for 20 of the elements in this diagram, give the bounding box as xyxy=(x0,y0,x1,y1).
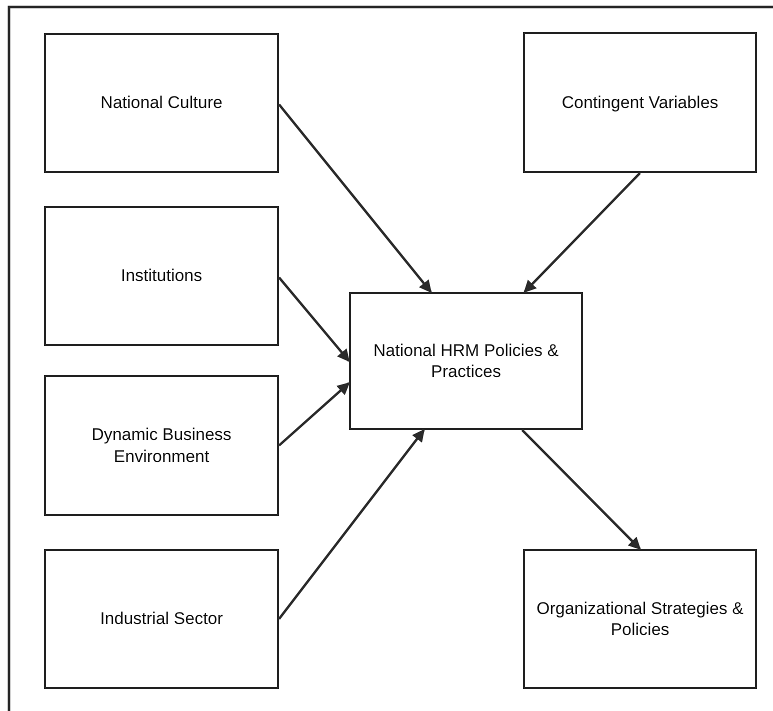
arrow xyxy=(278,382,350,446)
arrow xyxy=(278,276,350,362)
arrow xyxy=(524,172,641,293)
box-label: National HRM Policies & Practices xyxy=(372,340,560,382)
process-box xyxy=(44,549,279,689)
process-box xyxy=(44,33,279,173)
arrow xyxy=(521,429,641,550)
box-label: Industrial Sector xyxy=(100,608,223,630)
box-label: Organizational Strategies & Policies xyxy=(536,598,744,640)
process-box xyxy=(349,292,583,430)
process-box xyxy=(523,32,757,173)
box-label: Contingent Variables xyxy=(562,92,718,114)
box-label: Dynamic Business Environment xyxy=(90,424,232,467)
arrow xyxy=(278,104,432,293)
process-box xyxy=(44,375,279,516)
process-box xyxy=(44,206,279,346)
process-box xyxy=(523,549,757,689)
box-label: Institutions xyxy=(120,265,202,287)
box-label: National Culture xyxy=(100,92,222,114)
arrow xyxy=(278,429,425,620)
